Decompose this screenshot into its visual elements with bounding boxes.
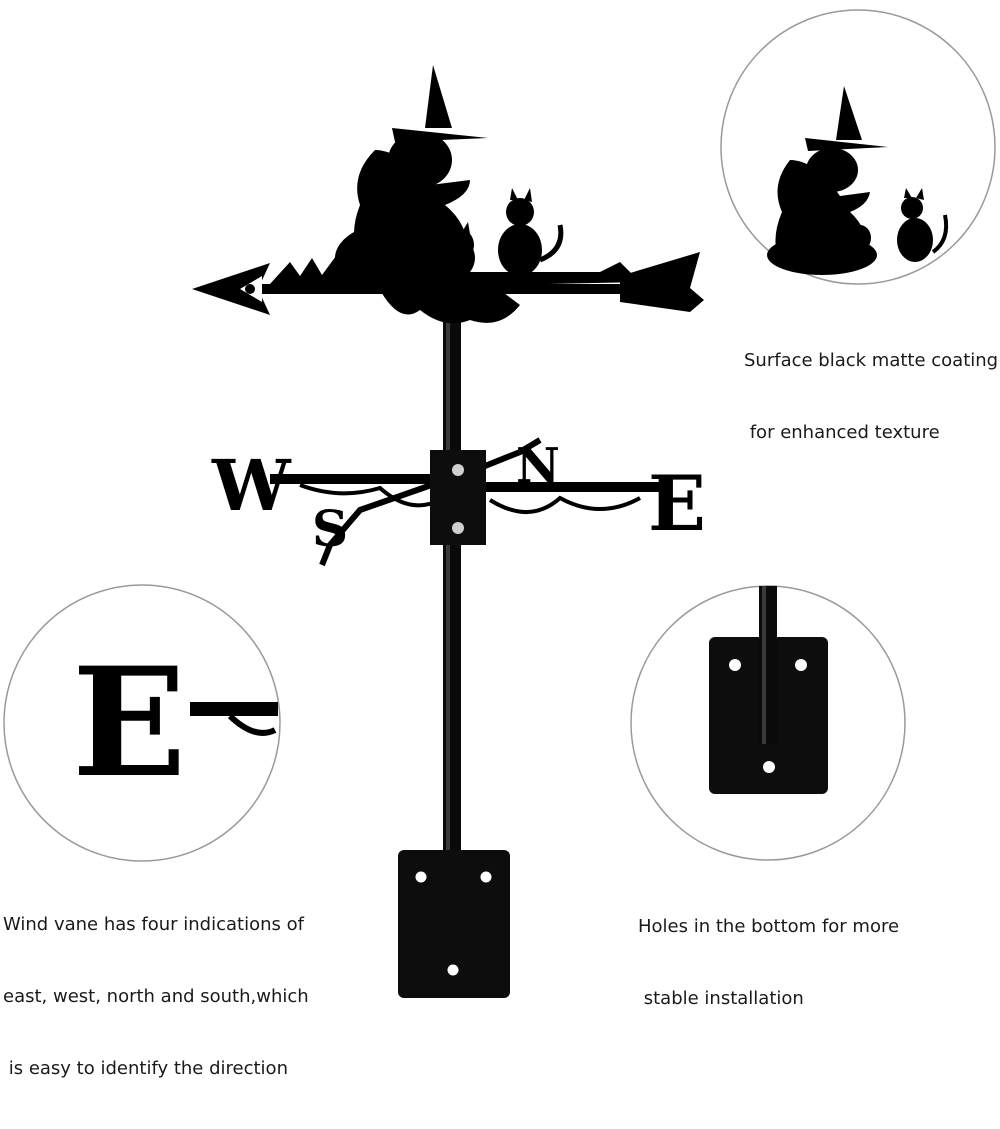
detail-circle-base (630, 585, 906, 861)
caption-line: Holes in the bottom for more (638, 916, 900, 937)
cat-silhouette-icon (446, 188, 564, 276)
product-image: W E N S (3, 9, 998, 1079)
vane-pole (443, 320, 461, 860)
caption-line: Surface black matte coating (744, 350, 999, 371)
witch-silhouette-icon (335, 65, 520, 324)
compass-letter-south: S (312, 499, 348, 558)
weathervane-main: W E N S (192, 65, 706, 998)
caption-holes: Holes in the bottom for more stable inst… (638, 867, 899, 1059)
weathervane-illustration: W E N S (3, 9, 996, 998)
caption-line: east, west, north and south,which (3, 986, 309, 1007)
detail-circle-coating (720, 9, 996, 285)
caption-line: Wind vane has four indications of (3, 914, 304, 935)
compass-letter-west: W (211, 444, 292, 527)
mounting-plate (398, 850, 510, 998)
caption-line: stable installation (638, 988, 804, 1009)
compass-arms (270, 437, 665, 567)
witch-closeup-icon (767, 86, 949, 275)
compass-letter-north: N (516, 438, 560, 494)
caption-directions: Wind vane has four indications of east, … (3, 865, 309, 1129)
detail-circle-letter: E (3, 584, 281, 862)
caption-coating: Surface black matte coating for enhanced… (744, 301, 998, 493)
caption-line: is easy to identify the direction (3, 1058, 288, 1079)
compass-letter-east: E (648, 459, 706, 548)
caption-line: for enhanced texture (744, 422, 940, 443)
detail-letter-east-icon: E (72, 635, 186, 811)
